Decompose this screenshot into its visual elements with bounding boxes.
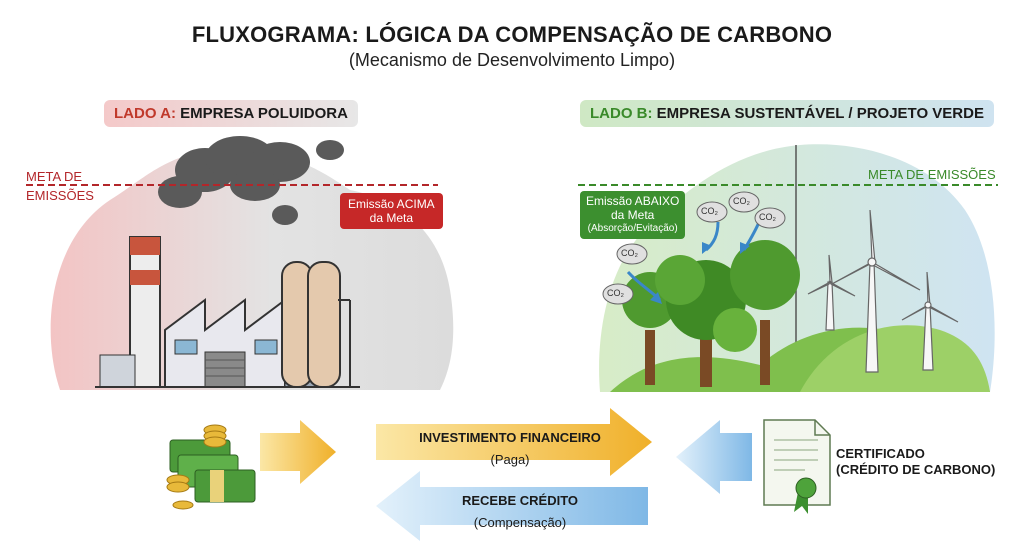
page-subtitle: (Mecanismo de Desenvolvimento Limpo) xyxy=(348,50,676,70)
emission-below-line-3: (Absorção/Evitação) xyxy=(587,223,678,234)
side-b-label: LADO B: EMPRESA SUSTENTÁVEL / PROJETO VE… xyxy=(580,100,994,127)
money-stack-icon xyxy=(166,424,256,510)
side-b-goal-label: META DE EMISSÕES xyxy=(868,167,996,182)
money-arrow xyxy=(260,420,336,484)
certificate-label: CERTIFICADO (CRÉDITO DE CARBONO) xyxy=(836,446,995,478)
co2-label: CO₂ xyxy=(759,212,776,222)
factory-icon xyxy=(95,236,360,388)
co2-label: CO₂ xyxy=(607,288,624,298)
side-a-goal-label-line-1: META DE xyxy=(26,169,83,184)
side-a-prefix: LADO A: xyxy=(114,105,176,122)
emission-above-line-2: da Meta xyxy=(369,211,414,225)
side-a-label: LADO A: EMPRESA POLUIDORA xyxy=(104,100,358,127)
side-a-goal-label: META DE EMISSÕES xyxy=(26,167,94,205)
side-b-prefix: LADO B: xyxy=(590,105,653,122)
certificate-icon xyxy=(763,419,831,514)
certificate-arrow xyxy=(676,420,752,494)
credit-sublabel: (Compensação) xyxy=(473,515,567,530)
emission-below-line-2: da Meta xyxy=(611,208,655,222)
side-a-title: EMPRESA POLUIDORA xyxy=(180,105,348,122)
certificate-label-line-2: (CRÉDITO DE CARBONO) xyxy=(836,462,996,477)
co2-label: CO₂ xyxy=(733,196,750,206)
emission-above-line-1: Emissão ACIMA xyxy=(348,197,435,211)
investment-label: INVESTIMENTO FINANCEIRO xyxy=(419,430,601,445)
page-title: FLUXOGRAMA: LÓGICA DA COMPENSAÇÃO DE CAR… xyxy=(191,22,833,47)
emission-below-line-1: Emissão ABAIXO xyxy=(586,194,680,208)
co2-label: CO₂ xyxy=(701,206,718,216)
side-b-title: EMPRESA SUSTENTÁVEL / PROJETO VERDE xyxy=(656,105,984,122)
co2-bubble-icon xyxy=(602,191,786,305)
side-a-goal-label-line-2: EMISSÕES xyxy=(26,188,94,203)
wind-turbine-icon xyxy=(807,209,959,373)
investment-arrow xyxy=(376,408,652,476)
emission-below-badge: Emissão ABAIXO da Meta (Absorção/Evitaçã… xyxy=(580,191,686,239)
credit-label: RECEBE CRÉDITO xyxy=(461,493,579,508)
emission-above-badge: Emissão ACIMA da Meta xyxy=(340,193,443,229)
co2-label: CO₂ xyxy=(621,248,638,258)
investment-sublabel: (Paga) xyxy=(490,452,530,467)
credit-arrow xyxy=(376,471,648,541)
certificate-label-line-1: CERTIFICADO xyxy=(836,446,925,461)
